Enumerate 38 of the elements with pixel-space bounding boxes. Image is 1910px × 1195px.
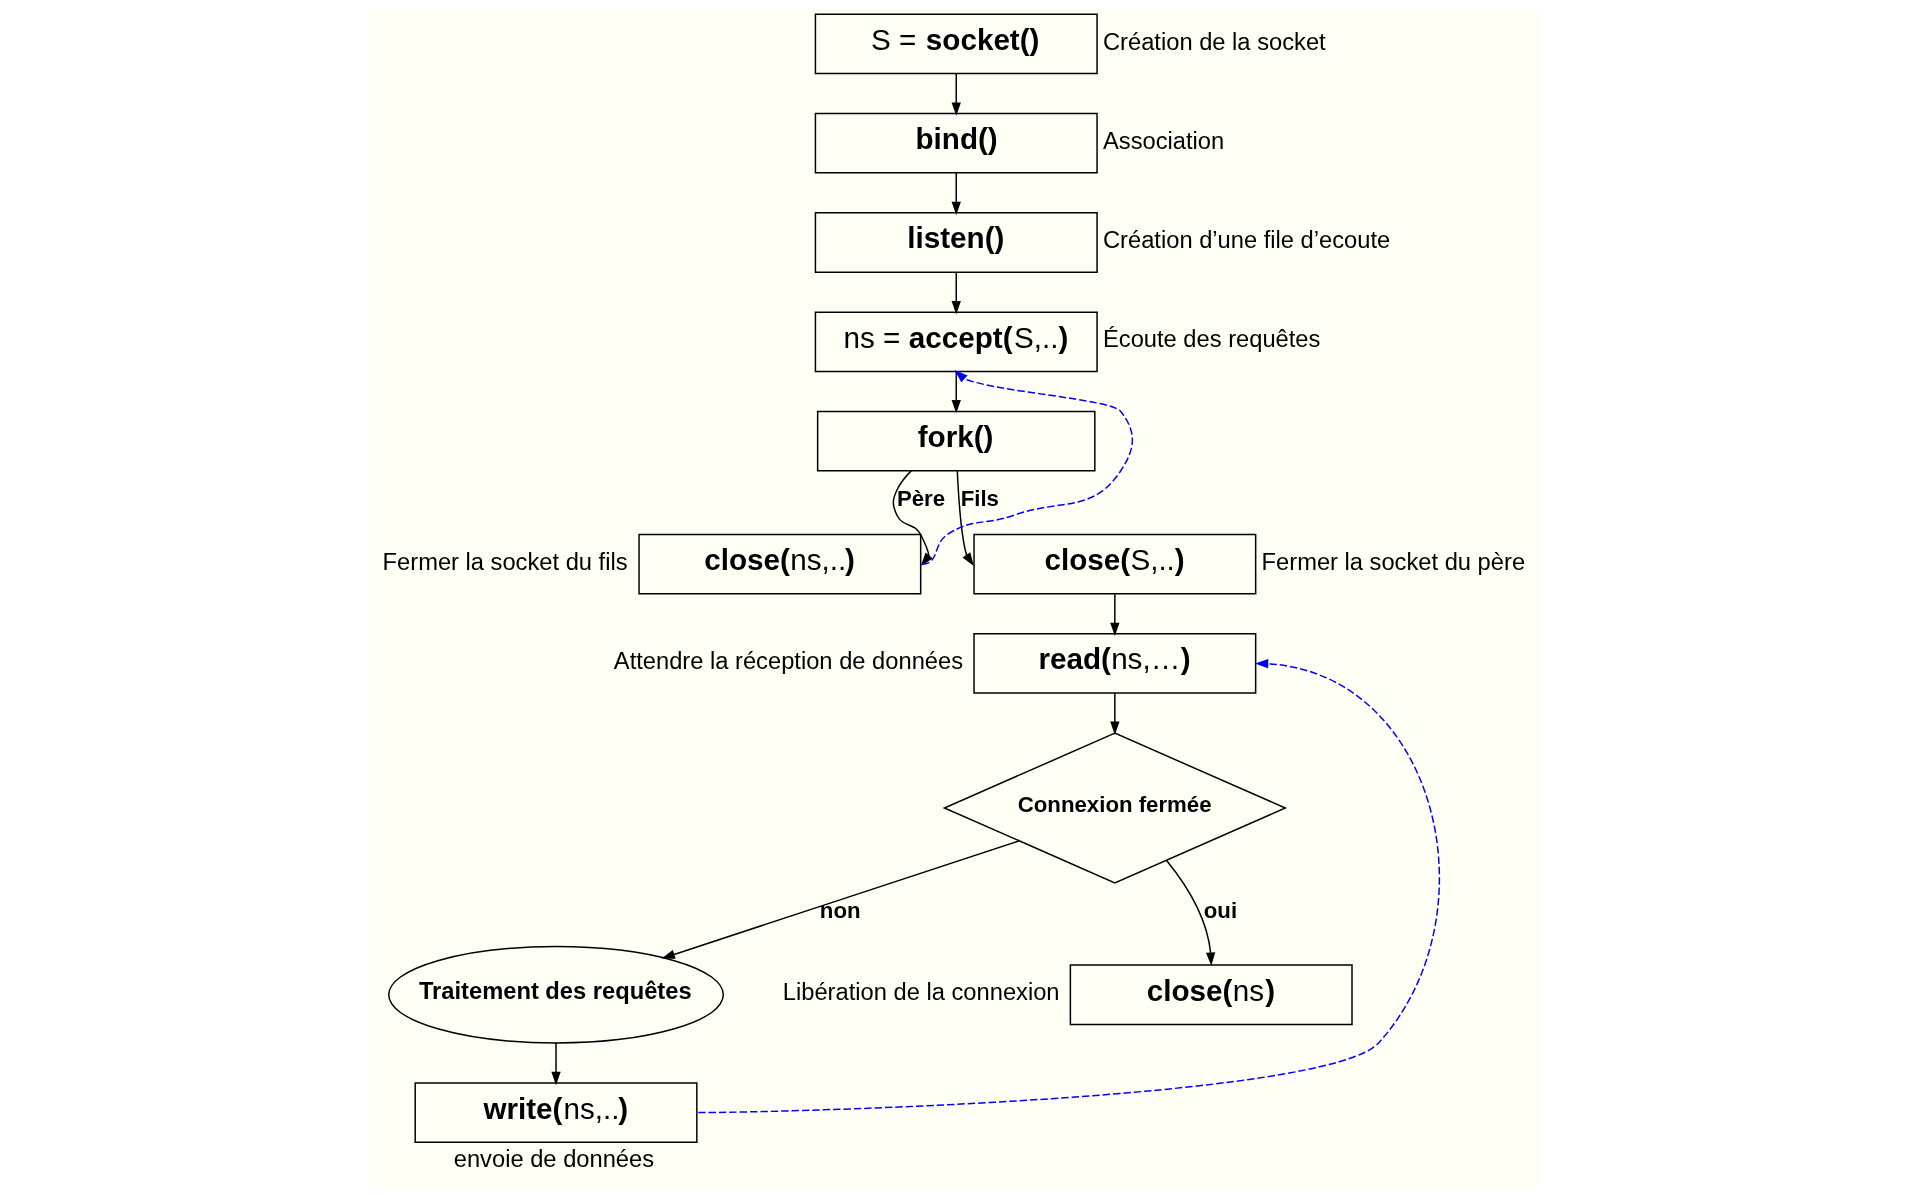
edge-label: Père: [896, 486, 945, 512]
node-box: listen(): [814, 212, 1098, 273]
node-box: bind(): [814, 112, 1098, 174]
arrow: [1109, 692, 1120, 735]
arrow: [951, 271, 961, 315]
node-ellipse: Traitement des requêtes: [387, 945, 724, 1044]
node-box: fork(): [816, 410, 1096, 472]
node-box: S = socket(): [814, 13, 1098, 75]
node-box: close(ns): [1069, 964, 1353, 1026]
node-label: Association: [1102, 127, 1224, 154]
node-label: Écoute des requêtes: [1102, 326, 1320, 353]
node-label: Création de la socket: [1102, 28, 1326, 55]
arrow: [550, 1042, 561, 1086]
node-label: Libération de la connexion: [782, 979, 1060, 1006]
arrow: [951, 72, 961, 116]
edge-label: Fils: [960, 486, 999, 512]
arrow: [1165, 859, 1215, 966]
node-label: Fermer la socket du fils: [382, 548, 628, 575]
arrow: [920, 369, 1133, 565]
node-box: write(ns,..): [413, 1082, 698, 1143]
edge-label: non: [819, 898, 861, 924]
arrow: [697, 659, 1440, 1114]
node-label: envoie de données: [453, 1146, 654, 1173]
arrow: [951, 370, 961, 414]
node-label: Fermer la socket du père: [1261, 548, 1525, 575]
node-label: Création d’une file d’ecoute: [1102, 227, 1390, 254]
node-box: ns = accept(S,..): [814, 311, 1098, 373]
node-box: read(ns,…): [972, 633, 1256, 694]
arrow: [892, 470, 933, 566]
arrow: [951, 172, 961, 216]
node-label: Attendre la réception de données: [613, 648, 963, 675]
arrow: [956, 470, 974, 567]
node-diamond: Connexion fermée: [942, 732, 1287, 884]
arrow: [1109, 593, 1120, 637]
edge-label: oui: [1203, 898, 1237, 924]
node-box: close(S,..): [972, 533, 1256, 595]
node-box: close(ns,..): [637, 533, 921, 595]
arrow: [661, 840, 1019, 959]
